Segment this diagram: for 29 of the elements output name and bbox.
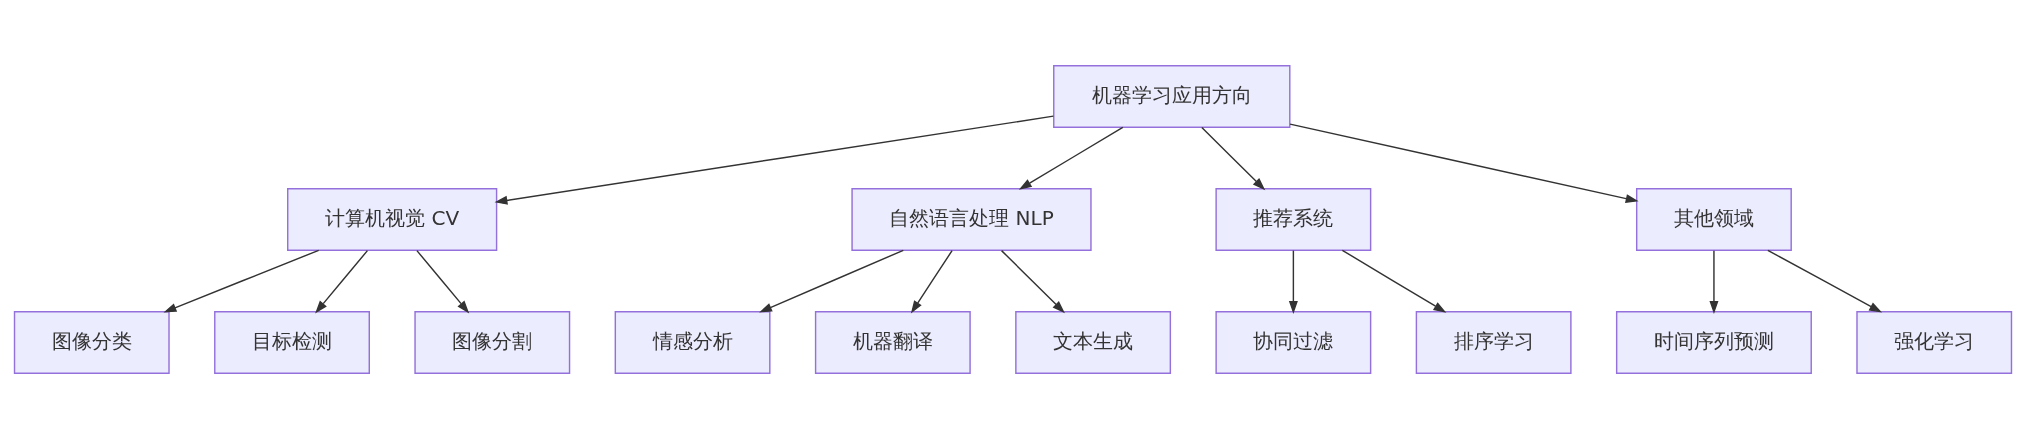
arrow [1341, 249, 1447, 313]
node-box: 协同过滤 [1215, 310, 1372, 374]
arrow [494, 114, 1055, 205]
node-box: 强化学习 [1856, 310, 2013, 374]
node-box: 其他领域 [1636, 187, 1792, 251]
arrow [315, 249, 369, 313]
node-box: 图像分割 [414, 310, 571, 374]
arrow [1709, 249, 1719, 314]
arrow [1000, 249, 1065, 313]
node-box: 排序学习 [1415, 310, 1572, 374]
node-box: 时间序列预测 [1615, 310, 1812, 374]
node-box: 情感分析 [614, 310, 771, 374]
arrow [1289, 122, 1639, 203]
node-box: 目标检测 [214, 310, 370, 374]
arrow [1767, 249, 1883, 313]
node-box: 推荐系统 [1215, 187, 1372, 251]
arrow [1288, 249, 1298, 314]
node-box: 图像分类 [13, 310, 170, 374]
arrow [1018, 126, 1124, 190]
node-box: 文本生成 [1015, 310, 1172, 374]
node-box: 机器学习应用方向 [1053, 64, 1291, 128]
node-box: 机器翻译 [814, 310, 971, 374]
arrow [163, 249, 320, 312]
node-box: 自然语言处理 NLP [851, 187, 1092, 251]
arrow [1201, 126, 1266, 190]
arrow [416, 249, 470, 313]
arrow [910, 249, 953, 314]
arrow [759, 249, 904, 312]
node-box: 计算机视觉 CV [287, 187, 498, 251]
